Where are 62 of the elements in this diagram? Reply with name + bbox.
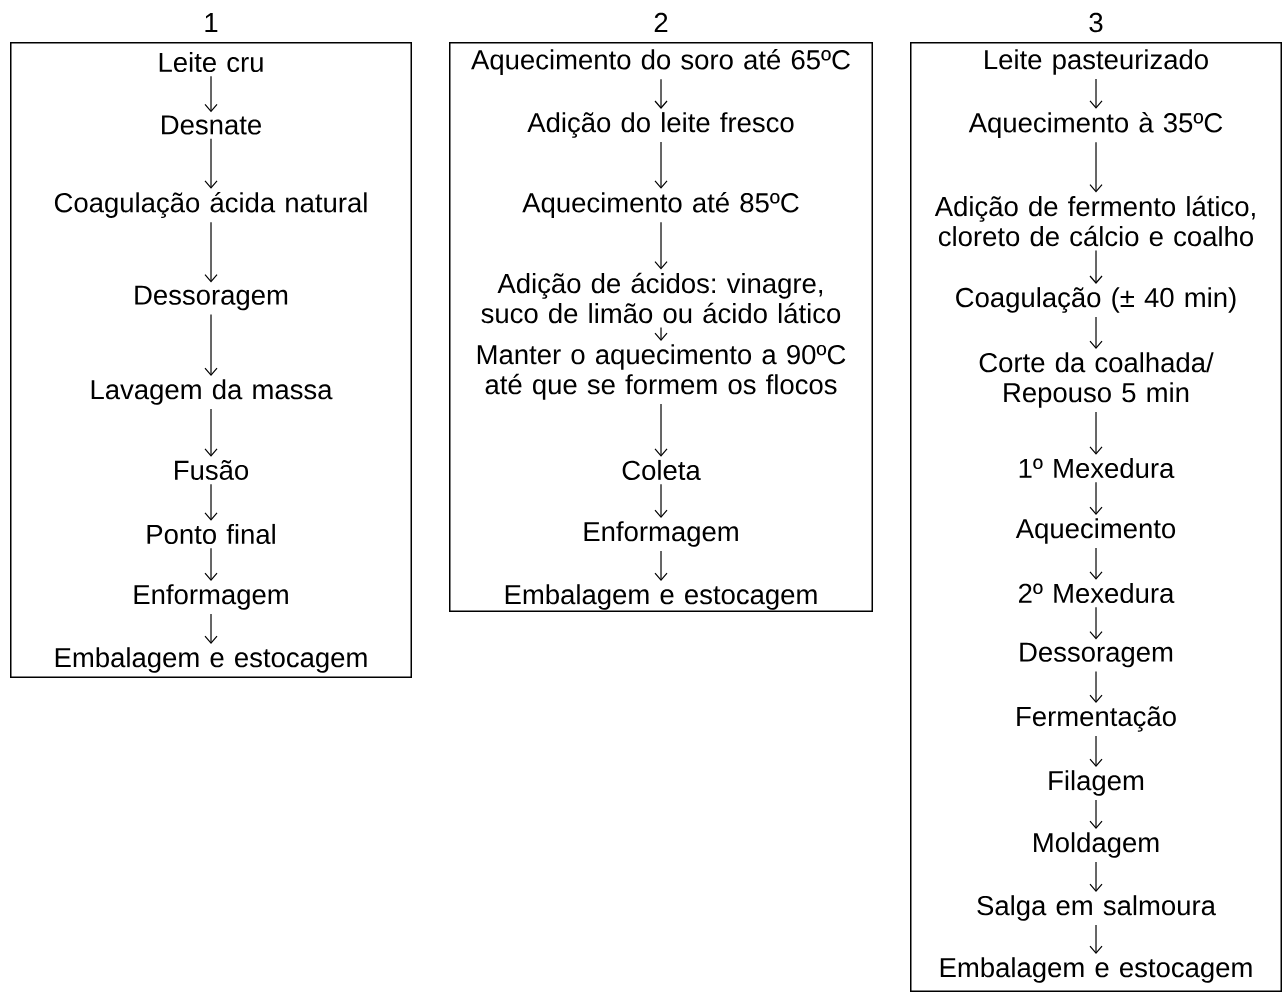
- arrow: [204, 408, 218, 457]
- arrow: [1089, 249, 1103, 284]
- panel-number: 1: [205, 13, 218, 32]
- step-text: Coagulação ácida natural: [54, 191, 367, 219]
- arrow: [654, 483, 668, 518]
- arrow: [1089, 481, 1103, 515]
- arrow: [204, 313, 218, 376]
- arrow: [204, 483, 218, 521]
- step-text: Dessoragem: [1020, 642, 1173, 668]
- step-text: Filagem: [1049, 770, 1144, 796]
- arrow: [654, 403, 668, 457]
- step-text: Corte da coalhada/ Repouso 5 min: [979, 352, 1214, 408]
- arrow: [654, 550, 668, 581]
- step-text: Embalagem e estocagem: [55, 647, 367, 673]
- step-text: Enformagem: [134, 584, 288, 610]
- step-text: Manter o aquecimento a 90ºC até que se formem os flocos: [477, 344, 846, 400]
- arrow: [1089, 316, 1103, 349]
- step-text: Adição de fermento lático, cloreto de cálcio e coalho: [934, 195, 1255, 247]
- arrow: [1089, 141, 1103, 193]
- step-text: Leite cru: [159, 51, 263, 73]
- arrow: [1089, 606, 1103, 640]
- step-text: Adição do leite fresco: [527, 112, 794, 138]
- arrow: [654, 78, 668, 109]
- panel-number: 2: [654, 12, 668, 32]
- arrow: [654, 221, 668, 270]
- step-text: Desnate: [162, 115, 261, 135]
- arrow: [1089, 547, 1103, 580]
- step-text: Embalagem e estocagem: [940, 957, 1252, 983]
- arrow: [1089, 799, 1103, 829]
- step-text: Ponto final: [147, 523, 275, 545]
- step-text: Leite pasteurizado: [985, 49, 1208, 75]
- step-text: Salga em salmoura: [977, 895, 1216, 921]
- step-text: Aquecimento até 85ºC: [522, 192, 799, 218]
- step-text: Aquecimento do soro até 65ºC: [471, 49, 850, 75]
- arrow: [204, 613, 218, 644]
- step-text: Coagulação (± 40 min): [956, 287, 1236, 313]
- step-text: Enformagem: [584, 521, 738, 547]
- arrow: [1089, 78, 1103, 109]
- step-text: Aquecimento: [1015, 518, 1176, 544]
- step-text: Moldagem: [1034, 832, 1159, 858]
- panel-number: 3: [1089, 12, 1103, 33]
- arrow: [204, 221, 218, 283]
- arrow: [654, 326, 668, 341]
- arrow: [204, 75, 218, 113]
- arrow: [1089, 861, 1103, 892]
- arrow: [1089, 735, 1103, 767]
- step-text: 2º Mexedura: [1019, 582, 1175, 604]
- step-text: Lavagem da massa: [91, 379, 333, 405]
- arrow: [654, 141, 668, 189]
- step-text: Dessoragem: [135, 285, 288, 311]
- step-text: Fermentação: [1017, 706, 1176, 732]
- arrow: [204, 138, 218, 189]
- step-text: Coleta: [622, 459, 701, 481]
- step-text: 1º Mexedura: [1019, 457, 1175, 479]
- step-text: Aquecimento à 35ºC: [968, 112, 1223, 138]
- arrow: [1089, 411, 1103, 455]
- step-text: Fusão: [175, 460, 249, 480]
- step-text: Embalagem e estocagem: [505, 584, 817, 610]
- arrow: [1089, 670, 1103, 704]
- step-text: Adição de ácidos: vinagre, suco de limão ou ácido lático: [481, 272, 841, 324]
- arrow: [204, 547, 218, 581]
- arrow: [1089, 924, 1103, 954]
